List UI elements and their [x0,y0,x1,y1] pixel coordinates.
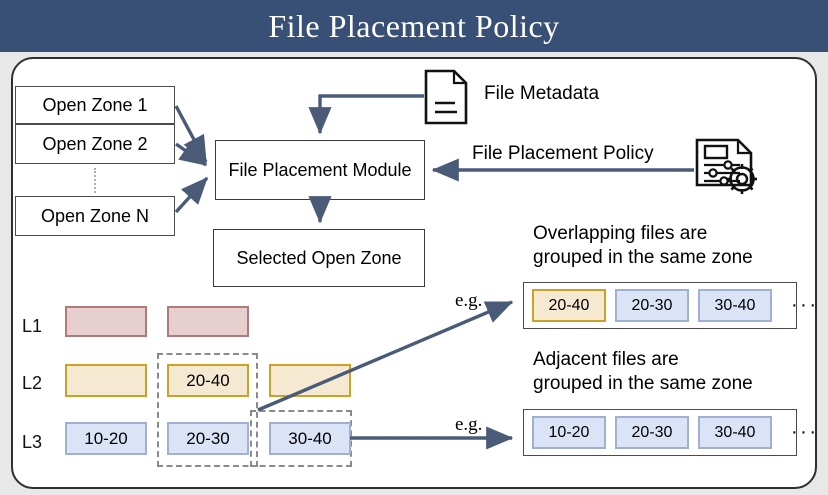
overlapping-caption-line2: grouped in the same zone [533,247,753,269]
lsm-file-l3-1[interactable]: 10-20 [65,422,147,455]
open-zone-2-label: Open Zone 2 [42,133,148,154]
open-zones-ellipsis-separator [94,168,96,193]
eg-label-2: e.g. [455,414,483,435]
page-title: File Placement Policy [268,8,560,44]
file-placement-module-label: File Placement Module [228,159,412,180]
lsm-file-label: 10-20 [84,428,128,448]
open-zone-2-box[interactable]: Open Zone 2 [15,124,175,164]
example-zone-strip-1[interactable]: 20-40 20-30 30-40 ··· [523,282,816,329]
lsm-file-l3-3[interactable]: 30-40 [269,422,351,455]
example-ellipsis-1: ··· [791,294,819,316]
lsm-file-l1-1[interactable] [65,306,147,337]
example-chip-1-2[interactable]: 20-30 [615,289,689,322]
level-label-l1: L1 [22,316,43,336]
chip-label: 20-30 [631,296,673,314]
selected-open-zone-box[interactable]: Selected Open Zone [213,229,425,287]
chip-label: 30-40 [714,296,756,314]
file-placement-module-box[interactable]: File Placement Module [215,140,425,200]
overlapping-caption: Overlapping files are grouped in the sam… [533,222,753,271]
open-zone-1-label: Open Zone 1 [42,94,148,115]
open-zone-n-box[interactable]: Open Zone N [15,196,175,236]
lsm-file-label: 20-40 [186,370,230,390]
example-chip-2-1[interactable]: 10-20 [532,416,606,449]
example-chip-1-1[interactable]: 20-40 [532,289,606,322]
lsm-file-l2-1[interactable] [65,364,147,397]
lsm-file-l2-2[interactable]: 20-40 [167,364,249,397]
eg-label-1: e.g. [455,290,483,311]
level-label-l3: L3 [22,432,43,452]
lsm-file-l3-2[interactable]: 20-30 [167,422,249,455]
example-chip-1-3[interactable]: 30-40 [698,289,772,322]
open-zone-n-label: Open Zone N [40,205,150,226]
level-label-l2: L2 [22,373,43,393]
open-zone-1-box[interactable]: Open Zone 1 [15,86,175,124]
document-icon [424,69,468,130]
file-metadata-label: File Metadata [484,83,600,104]
title-bar: File Placement Policy [0,0,828,52]
lsm-file-l1-2[interactable] [167,306,249,337]
adjacent-caption-line2: grouped in the same zone [533,373,753,395]
document-settings-gear-icon [694,137,760,204]
selected-open-zone-label: Selected Open Zone [236,247,402,268]
adjacent-caption: Adjacent files are grouped in the same z… [533,348,753,397]
example-ellipsis-2: ··· [791,421,819,443]
chip-label: 20-40 [548,296,590,314]
lsm-file-label: 20-30 [186,428,230,448]
chip-label: 20-30 [631,423,673,441]
example-chip-2-3[interactable]: 30-40 [698,416,772,449]
chip-label: 10-20 [548,423,590,441]
example-zone-strip-2[interactable]: 10-20 20-30 30-40 ··· [523,409,816,456]
example-chip-2-2[interactable]: 20-30 [615,416,689,449]
overlapping-caption-line1: Overlapping files are [533,223,708,244]
chip-label: 30-40 [714,423,756,441]
file-placement-policy-label: File Placement Policy [472,143,654,164]
adjacent-caption-line1: Adjacent files are [533,349,679,370]
lsm-file-label: 30-40 [288,428,332,448]
lsm-file-l2-3[interactable] [269,364,351,397]
